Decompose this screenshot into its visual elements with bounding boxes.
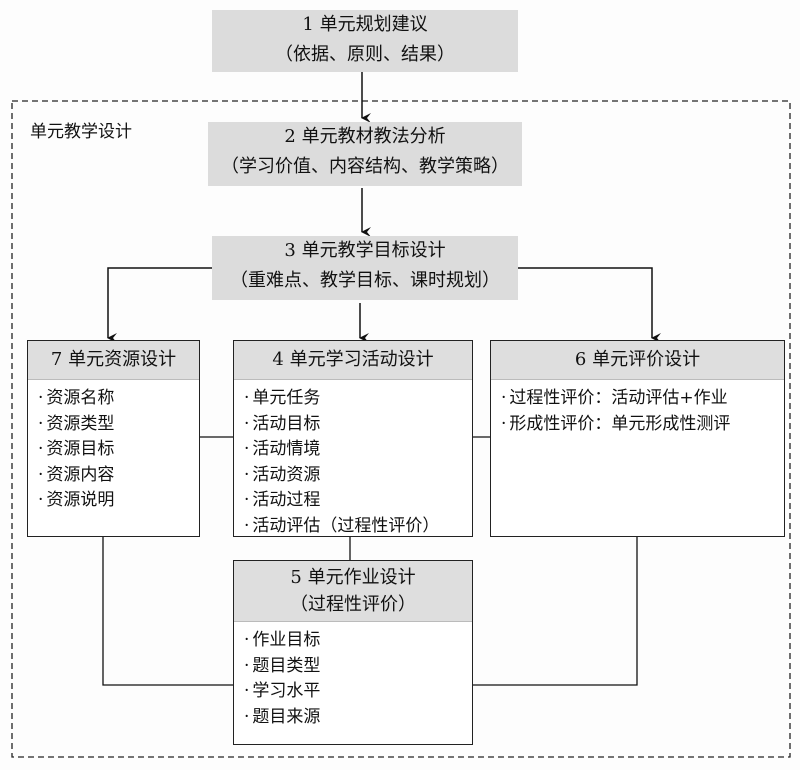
step2-node: 2 单元教材教法分析 （学习价值、内容结构、教学策略）	[208, 122, 522, 186]
step5-box: 5 单元作业设计 （过程性评价） 作业目标 题目类型 学习水平 题目来源	[233, 560, 473, 745]
step1-title: 1 单元规划建议	[302, 14, 428, 35]
list-item: 资源名称	[38, 386, 199, 412]
step4-box: 4 单元学习活动设计 单元任务 活动目标 活动情境 活动资源 活动过程 活动评估…	[233, 340, 473, 537]
step5-subtitle: （过程性评价）	[290, 594, 416, 615]
step3-node: 3 单元教学目标设计 （重难点、教学目标、课时规划）	[212, 236, 518, 300]
step5-header: 5 单元作业设计 （过程性评价）	[234, 561, 472, 622]
step6-box: 6 单元评价设计 过程性评价：活动评估+作业 形成性评价：单元形成性测评	[490, 340, 785, 537]
list-item: 题目类型	[244, 654, 472, 680]
list-item: 资源目标	[38, 437, 199, 463]
list-item: 资源说明	[38, 488, 199, 514]
frame-label: 单元教学设计	[30, 122, 132, 142]
step1-subtitle: （依据、原则、结果）	[275, 44, 455, 65]
list-item: 活动资源	[244, 463, 472, 489]
list-item: 作业目标	[244, 628, 472, 654]
list-item: 活动过程	[244, 488, 472, 514]
step4-title: 4 单元学习活动设计	[234, 341, 472, 380]
arrow-3-6	[518, 267, 661, 343]
step2-subtitle: （学习价值、内容结构、教学策略）	[221, 156, 509, 177]
step1-node: 1 单元规划建议 （依据、原则、结果）	[212, 10, 518, 72]
step7-title: 7 单元资源设计	[28, 341, 199, 380]
list-item: 形成性评价：单元形成性测评	[501, 412, 784, 438]
arrow-3-7	[107, 267, 212, 343]
list-item: 学习水平	[244, 679, 472, 705]
step5-title: 5 单元作业设计	[290, 567, 416, 588]
list-item: 资源内容	[38, 463, 199, 489]
list-item: 资源类型	[38, 412, 199, 438]
list-item: 过程性评价：活动评估+作业	[501, 386, 784, 412]
step6-title: 6 单元评价设计	[491, 341, 784, 380]
frame-border	[11, 100, 791, 758]
link-7-5	[102, 537, 233, 686]
list-item: 活动情境	[244, 437, 472, 463]
list-item: 单元任务	[244, 386, 472, 412]
list-item: 活动评估（过程性评价）	[244, 514, 472, 540]
step7-box: 7 单元资源设计 资源名称 资源类型 资源目标 资源内容 资源说明	[27, 340, 200, 537]
step3-title: 3 单元教学目标设计	[284, 240, 446, 261]
link-6-5	[473, 537, 638, 686]
step3-subtitle: （重难点、教学目标、课时规划）	[230, 270, 500, 291]
list-item: 题目来源	[244, 705, 472, 731]
list-item: 活动目标	[244, 412, 472, 438]
step2-title: 2 单元教材教法分析	[284, 126, 446, 147]
